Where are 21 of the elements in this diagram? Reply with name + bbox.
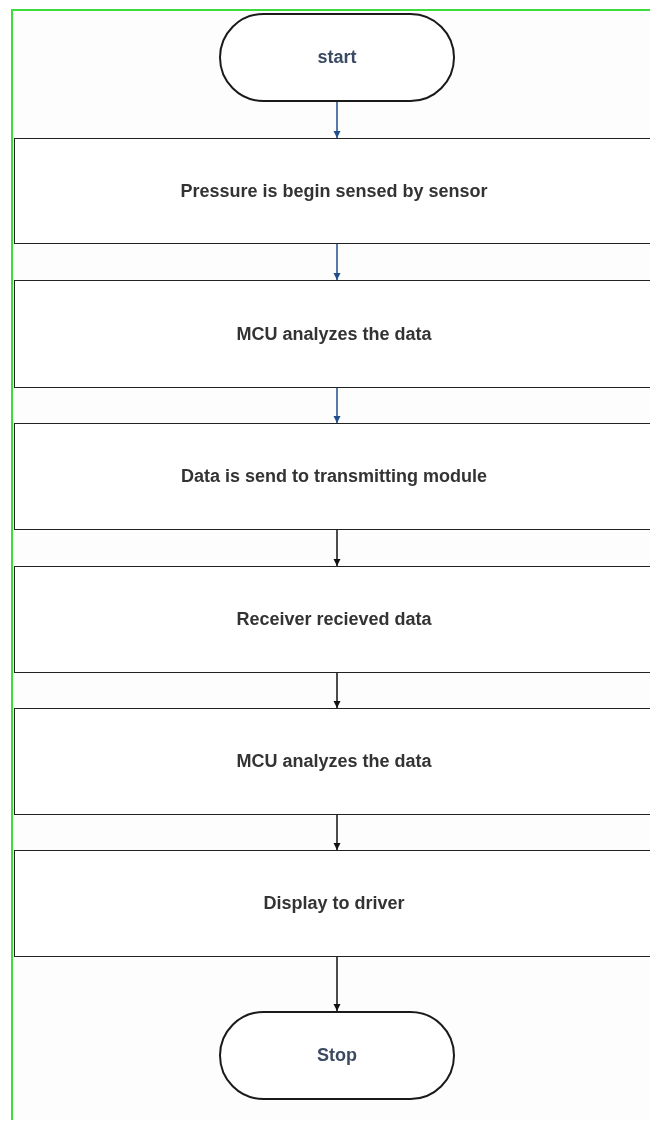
arrow <box>333 387 341 424</box>
arrow <box>333 956 341 1012</box>
arrow <box>333 243 341 281</box>
node-label: Data is send to transmitting module <box>179 466 488 487</box>
process-box <box>14 280 650 388</box>
node-label: Receiver recieved data <box>235 609 433 630</box>
arrow <box>333 101 341 139</box>
process-box <box>14 850 650 957</box>
arrow <box>333 529 341 567</box>
arrow <box>333 814 341 851</box>
node-label: Display to driver <box>262 893 406 914</box>
node-label: MCU analyzes the data <box>235 751 433 772</box>
process-box <box>14 708 650 815</box>
arrow <box>333 672 341 709</box>
node-label: start <box>317 47 357 68</box>
node-label: MCU analyzes the data <box>235 323 433 345</box>
node-label: Stop <box>317 1045 357 1066</box>
process-box <box>14 566 650 673</box>
node-label: Pressure is begin sensed by sensor <box>179 180 489 202</box>
process-box <box>14 423 650 530</box>
process-box <box>14 138 650 244</box>
